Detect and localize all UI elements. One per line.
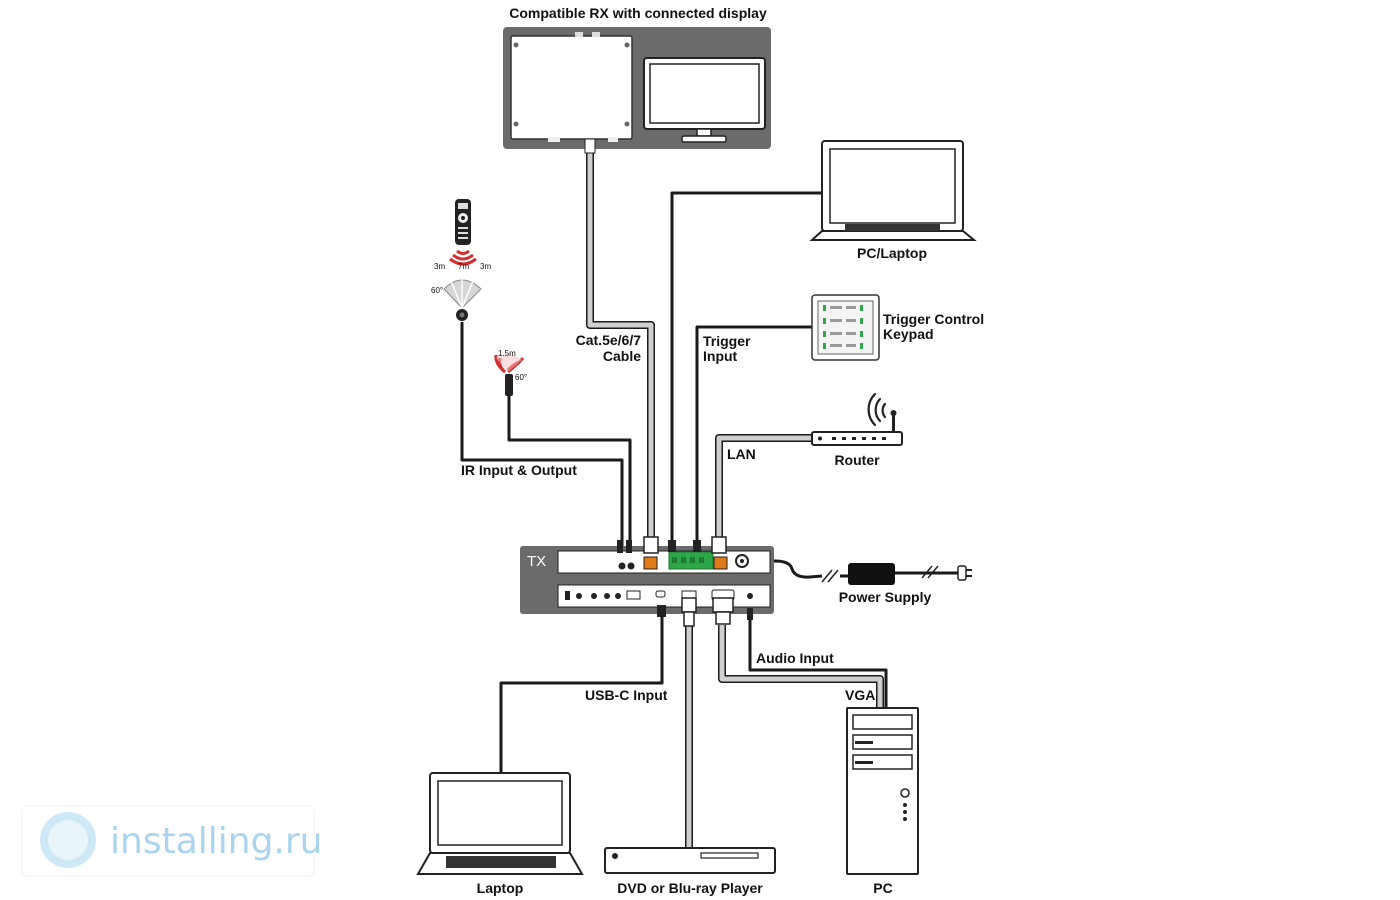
audio-input-label: Audio Input xyxy=(756,650,834,666)
ir-remote-icon xyxy=(455,199,471,245)
ir-emitter-icon xyxy=(494,353,525,396)
player-label: DVD or Blu-ray Player xyxy=(617,880,763,896)
watermark: installing.ru xyxy=(21,805,322,877)
rx-display-group xyxy=(503,27,771,154)
ir-range-center: 7m xyxy=(458,262,469,271)
pc-label: PC xyxy=(873,880,892,896)
tx-label: TX xyxy=(527,553,546,570)
ir-signal-icon xyxy=(449,249,477,266)
trigger-keypad-label-line2: Keypad xyxy=(883,326,934,342)
watermark-text: installing.ru xyxy=(110,821,322,862)
trigger-keypad-label-line1: Trigger Control xyxy=(883,311,984,327)
rx-unit xyxy=(510,35,633,140)
power-supply-device xyxy=(821,563,972,585)
lan-label: LAN xyxy=(727,446,756,462)
ir-io-label: IR Input & Output xyxy=(461,462,577,478)
power-plug-icon xyxy=(957,565,967,581)
emitter-range: 1.5m xyxy=(498,349,516,358)
usb-c-cable xyxy=(499,615,664,775)
tx-plugs xyxy=(617,536,753,627)
trigger-input-label-line2: Input xyxy=(703,348,738,364)
emitter-angle: 60° xyxy=(515,373,527,382)
power-cable xyxy=(748,559,823,579)
vga-cable xyxy=(718,625,884,708)
trigger-input-label-line1: Trigger xyxy=(703,333,751,349)
tx-unit xyxy=(520,546,774,614)
ir-angle: 60° xyxy=(431,286,443,295)
ir-receiver-cable xyxy=(460,322,624,553)
pc-tower-device xyxy=(846,707,919,875)
trigger-keypad-device xyxy=(811,294,880,361)
ir-emitter-cable xyxy=(507,395,632,553)
trigger-cable xyxy=(695,325,812,545)
player-device xyxy=(604,847,776,874)
router-label: Router xyxy=(834,452,880,468)
pc-laptop-device xyxy=(809,140,977,241)
usb-c-input-label: USB-C Input xyxy=(585,687,668,703)
router-device xyxy=(811,392,903,446)
ir-range-left: 3m xyxy=(434,262,445,271)
audio-cable xyxy=(748,620,888,708)
cables xyxy=(460,150,958,848)
pc-laptop-cable xyxy=(670,191,822,545)
display-monitor xyxy=(643,57,766,143)
wifi-icon xyxy=(867,392,887,427)
power-supply-label: Power Supply xyxy=(839,589,932,605)
ir-range-right: 3m xyxy=(480,262,491,271)
vga-label: VGA xyxy=(845,687,875,703)
ir-receiver-fan xyxy=(443,276,482,309)
laptop-device xyxy=(416,772,584,875)
lan-cable xyxy=(715,434,812,540)
cat-cable xyxy=(586,150,655,540)
ir-receiver-eye xyxy=(456,309,468,321)
cat-cable-label-line2: Cable xyxy=(603,348,641,364)
pc-laptop-label: PC/Laptop xyxy=(857,245,927,261)
rx-title: Compatible RX with connected display xyxy=(509,5,767,21)
laptop-label: Laptop xyxy=(477,880,524,896)
cat-cable-label-line1: Cat.5e/6/7 xyxy=(576,332,642,348)
